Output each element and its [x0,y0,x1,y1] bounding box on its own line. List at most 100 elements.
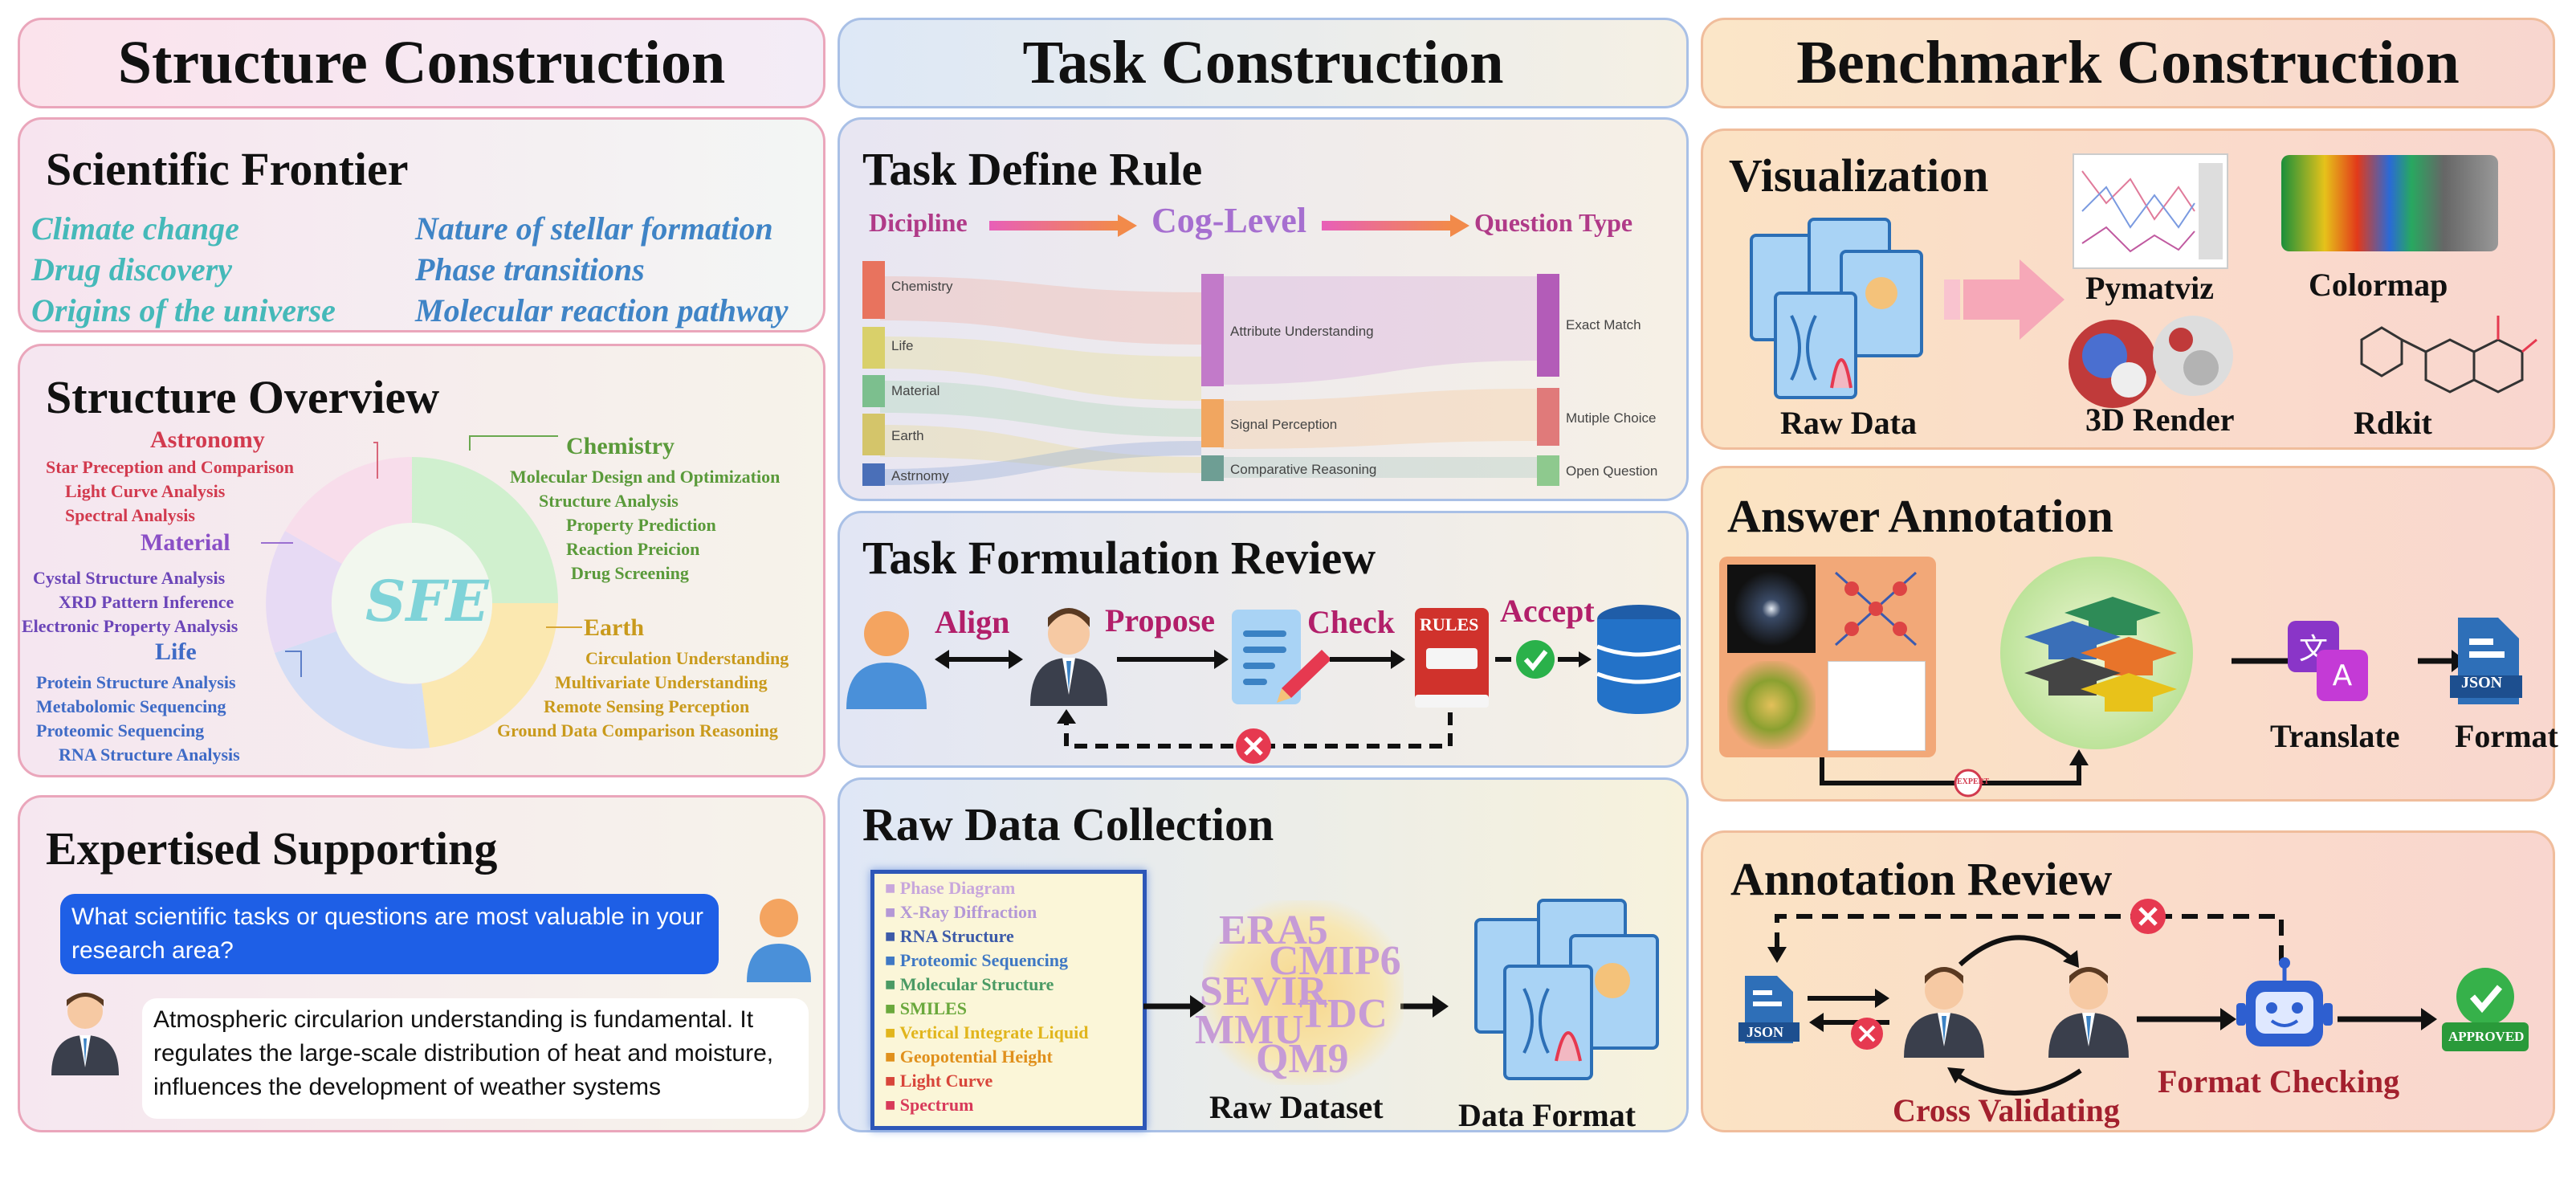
crystal-image [1834,571,1918,647]
areview-title: Annotation Review [1730,853,2113,905]
viz-raw-label: Raw Data [1780,405,1917,441]
sankey-node-material [862,375,885,407]
dataset-name: SEVIR [1200,969,1327,1014]
astronomy-item: Star Preception and Comparison [46,457,295,477]
rule-panel: Task Define Rule Dicipline Cog-Level Que… [838,117,1689,501]
sankey-label: Chemistry [891,279,953,294]
frontier-item: Nature of stellar formation [415,210,773,247]
header-benchmark: Benchmark Construction [1701,18,2555,108]
earth-item: Ground Data Comparison Reasoning [497,720,778,740]
expert-panel: Expertised Supporting What scientific ta… [18,795,825,1132]
translate-icon[interactable]: 文 A [2288,621,2368,701]
viz-title: Visualization [1729,149,1989,202]
earth-item: Remote Sensing Perception [544,696,750,716]
raw-list-text: Phase Diagram [899,878,1016,898]
format-checking-label: Format Checking [2158,1063,2400,1099]
molecule-icon [2360,316,2537,394]
raw-list-item: ■ Vertical Integrate Liquid [885,1022,1089,1042]
areview-panel: Annotation Review [1701,830,2555,1132]
header-structure: Structure Construction [18,18,825,108]
step-check: Check [1307,604,1395,640]
viz-rdkit-label: Rdkit [2354,405,2432,441]
frontier-item: Climate change [31,210,239,247]
frontier-item: Drug discovery [31,251,232,288]
database-icon [1596,605,1681,714]
header-benchmark-label: Benchmark Construction [1796,29,2460,96]
sankey-label: Signal Perception [1230,417,1338,432]
dataset-name: CMIP6 [1269,938,1401,984]
earth-item: Multivariate Understanding [555,672,768,692]
earth-label: Earth [584,614,644,641]
review-title: Task Formulation Review [862,532,1376,584]
sankey-label: Exact Match [1566,317,1641,332]
sankey-label: Astrnomy [891,468,949,483]
review-flow [846,605,1681,764]
annotation-images [1719,557,1936,757]
viz-pymatviz-label: Pymatviz [2085,270,2214,306]
overview-donut [261,435,582,749]
rule-head-cog: Cog-Level [1151,201,1307,240]
astronomy-item: Light Curve Analysis [65,481,226,501]
raw-list-text: SMILES [899,998,967,1018]
chemistry-item: Structure Analysis [539,491,679,511]
raw-list-box [870,870,1147,1130]
header-task: Task Construction [838,18,1689,108]
raw-dataset-label: Raw Dataset [1209,1089,1384,1125]
frontier-item: Origins of the universe [31,292,336,328]
chemistry-item: Property Prediction [566,515,716,535]
rule-title: Task Define Rule [862,143,1203,195]
document-icon [1232,610,1331,704]
overview-title: Structure Overview [46,371,440,423]
dataset-name: TDC [1299,991,1388,1037]
rule-head-discipline: Dicipline [869,208,968,237]
data-format-icon [1474,899,1659,1080]
expert-question-text: What scientific tasks or questions are m… [71,904,704,964]
sankey-chart [880,276,1537,485]
material-item: Cystal Structure Analysis [33,568,226,588]
sankey-label: Attribute Understanding [1230,324,1374,339]
graduation-caps-icon [2024,597,2177,712]
sankey-label: Open Question [1566,463,1658,479]
viz-colormap-label: Colormap [2309,267,2448,303]
expert-answer-bubble: Atmospheric circularion understanding is… [142,998,809,1119]
rules-book-icon [1415,608,1489,708]
material-item: Electronic Property Analysis [22,616,238,636]
life-item: Metabolomic Sequencing [36,696,226,716]
protein-image [1727,661,1816,749]
raw-list-text: Proteomic Sequencing [899,950,1068,970]
expert-answer-text: Atmospheric circularion understanding is… [153,1006,774,1100]
annotation-title: Answer Annotation [1727,490,2113,542]
raw-list-item: ■ Geopotential Height [885,1046,1053,1067]
overview-center-label: SFE [365,568,489,634]
raw-list-text: Light Curve [899,1071,993,1091]
step-accept: Accept [1500,593,1595,629]
sankey-node-mc [1537,388,1559,446]
raw-list-item: ■ Light Curve [885,1071,993,1091]
sankey-node-astronomy [862,463,885,486]
raw-list-text: Vertical Integrate Liquid [899,1022,1089,1042]
sankey-label: Material [891,383,940,398]
chemistry-item: Reaction Preicion [566,539,700,559]
json-label: JSON [2461,674,2503,691]
data-format-label: Data Format [1458,1097,1636,1133]
life-item: Proteomic Sequencing [36,720,205,740]
astronomy-item: Spectral Analysis [65,505,195,525]
user-icon [846,611,927,709]
galaxy-image [1727,565,1816,653]
raw-panel: Raw Data Collection ■ Phase Diagram ■ X-… [838,777,1689,1133]
sankey-node-open [1537,455,1559,486]
raw-data-files-icon [1750,218,1923,399]
translate-icon-en: A [2317,650,2368,701]
frontier-item: Phase transitions [415,251,645,288]
viz-arrow [1944,259,2064,340]
dataset-cloud [1203,900,1404,1085]
raw-title: Raw Data Collection [862,798,1274,851]
colormap-image [2281,155,2498,251]
rules-label: RULES [1420,614,1479,634]
raw-list-item: ■ Spectrum [885,1095,974,1115]
header-task-label: Task Construction [1022,29,1504,96]
dataset-name: MMU [1195,1007,1304,1053]
frontier-panel: Scientific Frontier Climate change Drug … [18,117,825,332]
step-align: Align [935,604,1010,640]
sankey-label: Mutiple Choice [1566,410,1657,426]
